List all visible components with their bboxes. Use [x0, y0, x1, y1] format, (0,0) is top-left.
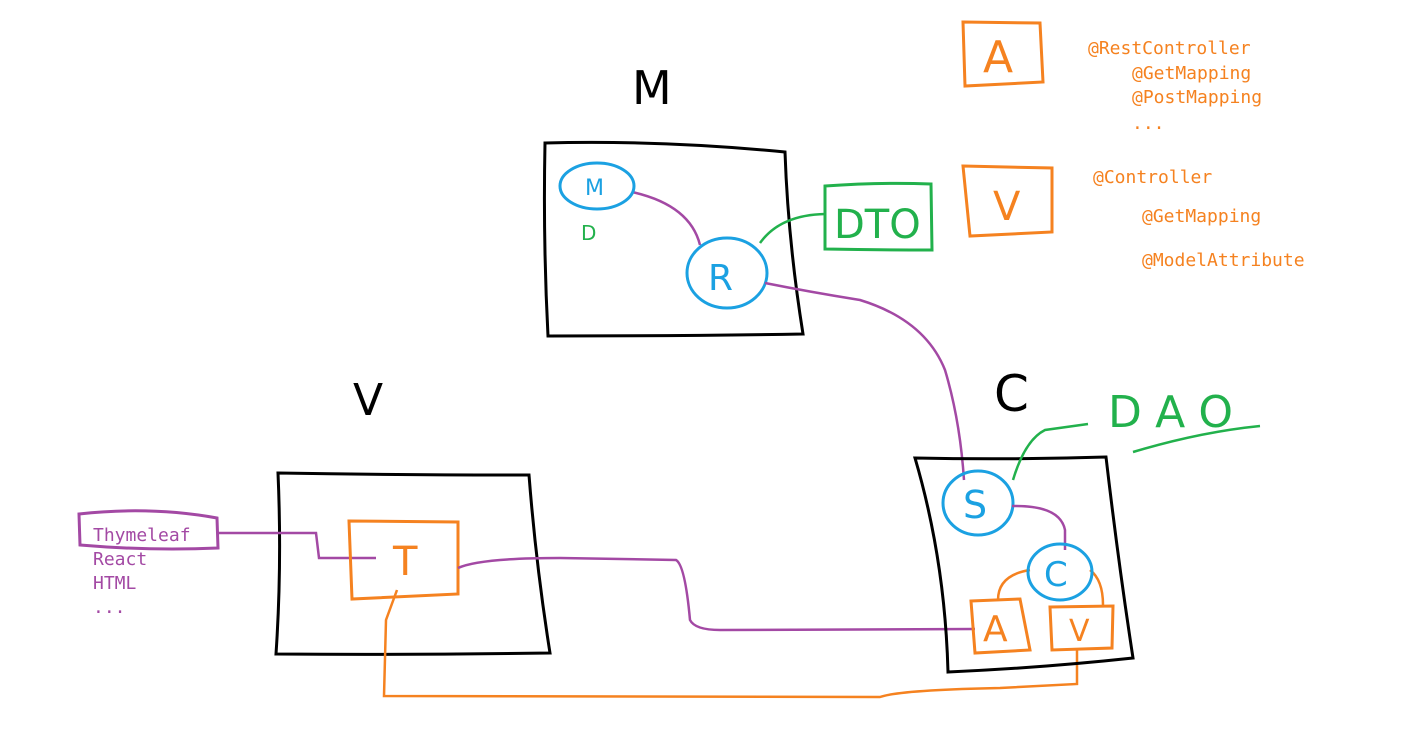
legend-controller: @Controller	[1093, 167, 1212, 188]
legend-view-badge-label: V	[993, 184, 1021, 230]
controller-section-label: C	[994, 365, 1029, 423]
api-box	[969, 597, 1032, 655]
service-to-controller-line	[1011, 504, 1067, 550]
model-box	[542, 140, 805, 338]
repo-to-dto-line	[758, 212, 826, 244]
entity-sub-label: D	[581, 221, 596, 245]
template-label: T	[392, 539, 418, 585]
dao-label: DAO	[1108, 387, 1247, 438]
legend-api-get-mapping: @GetMapping	[1132, 63, 1251, 84]
controller-to-api-arc	[996, 568, 1031, 601]
view-tech-html: HTML	[93, 573, 137, 594]
view-controller-box-label: V	[1069, 614, 1090, 649]
api-box-label: A	[983, 609, 1008, 650]
legend-api-more: ...	[1132, 113, 1165, 134]
entity-to-repo-line	[631, 190, 702, 246]
legend-api-badge	[961, 20, 1045, 88]
dao-underline	[1132, 424, 1261, 454]
view-tech-highlight	[77, 509, 220, 551]
controller-box	[912, 455, 1135, 674]
view-section-label: V	[353, 375, 383, 426]
template-to-api-line	[457, 556, 976, 632]
legend-model-attribute: @ModelAttribute	[1142, 250, 1305, 271]
repository-node	[685, 236, 769, 310]
template-box	[347, 519, 460, 601]
controller-node-label: C	[1044, 555, 1068, 595]
repository-label: R	[708, 258, 733, 299]
dto-box	[823, 181, 934, 252]
legend-api-badge-label: A	[983, 32, 1013, 83]
controller-node	[1026, 542, 1094, 602]
view-tech-more: ...	[93, 597, 126, 618]
tech-to-template-line	[218, 531, 376, 560]
entity-node	[558, 161, 636, 211]
view-tech-thymeleaf: Thymeleaf	[93, 525, 191, 546]
legend-view-badge	[961, 164, 1054, 238]
service-node	[941, 469, 1015, 537]
service-to-dao-line	[1011, 422, 1089, 481]
model-section-label: M	[632, 61, 672, 115]
repo-to-service-line	[764, 281, 966, 481]
legend-view-get-mapping: @GetMapping	[1142, 206, 1261, 227]
service-label: S	[963, 483, 987, 527]
dto-label: DTO	[834, 202, 921, 248]
view-controller-box	[1048, 604, 1115, 652]
template-to-view-controller-line	[382, 589, 1079, 699]
legend-api-post-mapping: @PostMapping	[1132, 87, 1262, 108]
entity-label: M	[585, 176, 604, 201]
view-box	[274, 471, 552, 656]
view-tech-react: React	[93, 549, 147, 570]
legend-rest-controller: @RestController	[1088, 38, 1251, 59]
